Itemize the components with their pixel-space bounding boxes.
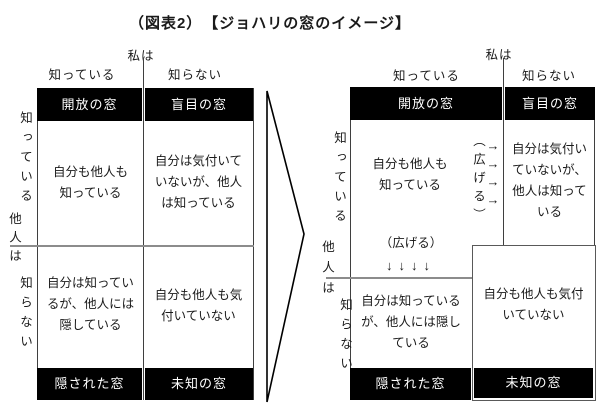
- left-unknown-window-cell: 自分も他人も気 付いていない: [154, 288, 243, 323]
- left-others-axis-label: 他人は: [7, 212, 21, 268]
- expand-vertical-label: （広げる）: [471, 134, 485, 227]
- right-self-know-label: 知っている: [393, 69, 460, 83]
- right-self-axis-label: 私は: [485, 48, 513, 62]
- expand-right-arrows-icon: → → → →: [486, 138, 500, 207]
- right-open-window-cell: 自分も他人も 知っている: [372, 157, 448, 192]
- left-unknown-window-footer: 未知の窓: [145, 368, 253, 400]
- figure-title: （図表2） 【ジョハリの窓のイメージ】: [128, 15, 412, 32]
- right-blind-window-header: 盲目の窓: [505, 87, 595, 120]
- right-hidden-window-cell: 自分は知っている が、他人には隠し ている: [361, 294, 461, 350]
- right-open-window-header: 開放の窓: [350, 87, 502, 120]
- transition-arrow: [266, 90, 305, 403]
- right-row-divider-line: [326, 277, 472, 279]
- expand-down-arrows-icon: ↓↓↓↓: [386, 258, 436, 273]
- left-open-window-cell: 自分も他人も 知っている: [52, 165, 128, 200]
- right-blind-window-cell: 自分は気付い ていないが、 他人は知って いる: [511, 142, 587, 219]
- right-hidden-window-footer: 隠された窓: [350, 368, 471, 400]
- left-hidden-window-cell: 自分は知ってい るが、他人には 隠している: [46, 276, 135, 332]
- right-column-divider-line: [503, 58, 504, 245]
- right-others-axis-label: 他人は: [320, 240, 334, 302]
- left-self-notknow-label: 知らない: [167, 68, 222, 82]
- right-others-know-label: 知っている: [332, 131, 346, 229]
- left-blind-window-header: 盲目の窓: [145, 88, 253, 121]
- right-outer-left-border: [350, 87, 351, 400]
- left-self-know-label: 知っている: [48, 68, 116, 82]
- left-hidden-window-footer: 隠された窓: [37, 368, 142, 400]
- left-open-window-header: 開放の窓: [37, 88, 142, 121]
- left-blind-window-cell: 自分は気付いて いないが、他人 は知っている: [154, 154, 243, 210]
- right-others-notknow-label: 知らない: [338, 298, 352, 376]
- left-outer-left-border: [37, 88, 38, 400]
- left-row-divider-line: [10, 245, 254, 247]
- left-others-notknow-label: 知らない: [18, 276, 32, 354]
- left-self-axis-label: 私は: [127, 49, 155, 63]
- right-outer-right-border: [594, 87, 595, 245]
- right-unknown-window-cell: 自分も他人も気付 いていない: [483, 287, 584, 322]
- left-column-divider-line: [143, 58, 144, 400]
- expand-horizontal-label: （広げる）: [379, 236, 443, 250]
- right-self-notknow-label: 知らない: [521, 69, 576, 83]
- left-outer-right-border: [253, 88, 254, 400]
- right-unknown-window-footer: 未知の窓: [474, 368, 593, 398]
- left-others-know-label: 知っている: [18, 111, 32, 209]
